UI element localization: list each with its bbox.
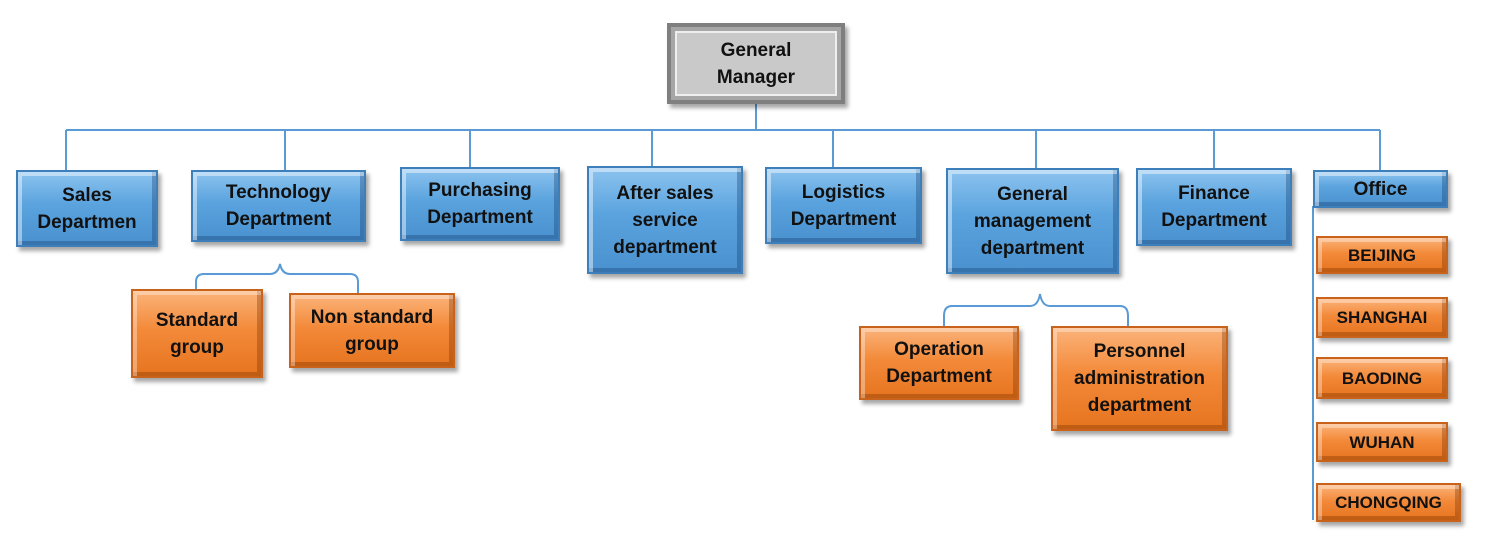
sales-department-label: Sales Departmen [37,184,137,233]
office-baoding-label: BAODING [1341,368,1423,388]
finance-department-label: Finance Department [1161,183,1267,231]
purchasing-department-label: Purchasing Department [427,180,533,228]
office-chongqing-box: CHONGQING [1316,483,1461,522]
technology-department-box: Technology Department [191,170,366,242]
operation-department-box: Operation Department [859,326,1019,400]
office-shanghai-label: SHANGHAI [1336,308,1428,327]
finance-department-box: Finance Department [1136,168,1292,246]
general-management-department-label: General management department [973,183,1092,259]
standard-group-label: Standard group [155,309,239,358]
office-box: Office [1313,170,1448,208]
after-sales-department-label: After sales service department [613,182,717,258]
office-baoding-box: BAODING [1316,357,1448,399]
technology-department-label: Technology Department [225,182,332,230]
logistics-department-label: Logistics Department [790,181,897,230]
logistics-department-box: Logistics Department [765,167,922,244]
operation-department-label: Operation Department [886,339,992,387]
office-beijing-box: BEIJING [1316,236,1448,274]
non-standard-group-box: Non standard group [289,293,455,368]
office-shanghai-box: SHANGHAI [1316,297,1448,338]
personnel-administration-department-box: Personnel administration department [1051,326,1228,431]
office-beijing-label: BEIJING [1347,245,1417,265]
office-wuhan-label: WUHAN [1349,432,1415,452]
non-standard-group-label: Non standard group [310,306,434,355]
general-management-department-box: General management department [946,168,1119,274]
technology-bracket [195,263,359,293]
purchasing-department-box: Purchasing Department [400,167,560,241]
general-manager-box: General Manager [667,23,845,104]
after-sales-department-box: After sales service department [587,166,743,274]
standard-group-box: Standard group [131,289,263,378]
personnel-administration-department-label: Personnel administration department [1074,341,1205,416]
office-label: Office [1353,178,1408,200]
office-wuhan-box: WUHAN [1316,422,1448,462]
general-management-bracket [943,293,1129,326]
office-chongqing-label: CHONGQING [1335,493,1442,512]
sales-department-box: Sales Departmen [16,170,158,247]
general-manager-label: General Manager [716,39,796,88]
